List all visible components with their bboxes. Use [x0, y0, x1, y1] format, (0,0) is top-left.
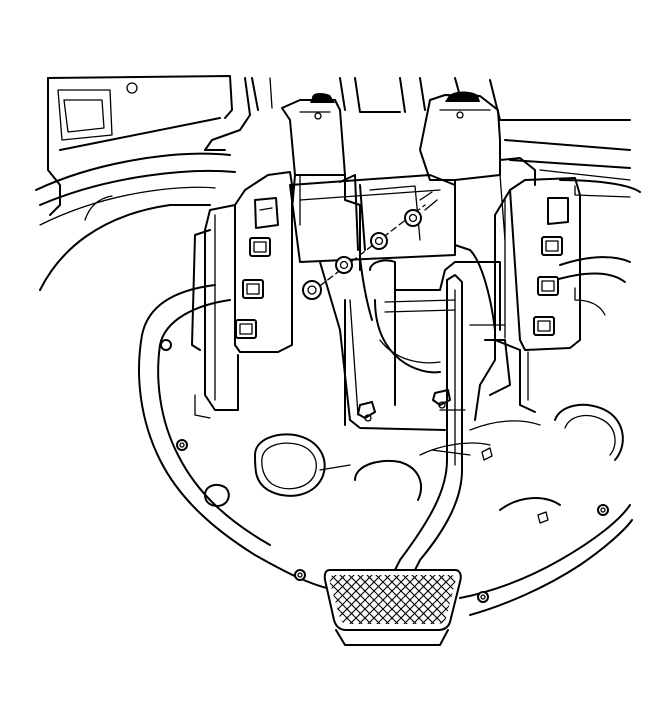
left-bracket — [160, 171, 293, 451]
tread-line — [365, 575, 437, 624]
bolt-icon — [370, 232, 388, 250]
fasteners — [294, 191, 609, 603]
dash-panel-structure — [35, 75, 641, 291]
right-bracket — [494, 177, 581, 413]
tread-line — [249, 565, 319, 635]
tread-line — [329, 575, 356, 624]
tread-line — [329, 575, 365, 624]
pedal-pad-icon — [249, 565, 535, 646]
tread-line — [465, 565, 535, 635]
bracket-nut-icon — [249, 237, 271, 257]
tread-line — [428, 575, 456, 624]
bracket-nut-icon — [541, 236, 563, 256]
tread-line — [383, 575, 455, 624]
tread-line — [347, 575, 419, 624]
bolt-icon — [302, 280, 322, 300]
tread-line — [465, 565, 535, 635]
tread-line — [329, 575, 347, 624]
bracket-nut-icon — [537, 276, 559, 296]
pedal-box — [289, 174, 511, 431]
tread-line — [329, 575, 383, 624]
bolt-icon — [432, 389, 451, 409]
tread-line — [410, 575, 456, 624]
bracket-nut-icon — [242, 279, 264, 299]
bracket-nut-icon — [235, 319, 257, 339]
bolt-icon — [335, 256, 353, 274]
tread-line — [356, 575, 428, 624]
tread-line — [401, 575, 456, 624]
tread-line — [249, 565, 319, 635]
pedal-arm — [394, 274, 471, 571]
tread-line — [329, 575, 374, 624]
upper-mount-right — [419, 91, 536, 251]
tread-line — [374, 575, 446, 624]
tread-line — [392, 575, 456, 624]
tread-line — [338, 575, 410, 624]
tread-line — [428, 575, 456, 624]
bolt-icon — [404, 209, 422, 227]
pedal-bracket-plate — [138, 256, 633, 616]
tread-line — [437, 575, 456, 624]
bracket-nut-icon — [533, 316, 555, 336]
bolt-icon — [357, 401, 376, 422]
tread-line — [329, 575, 365, 624]
